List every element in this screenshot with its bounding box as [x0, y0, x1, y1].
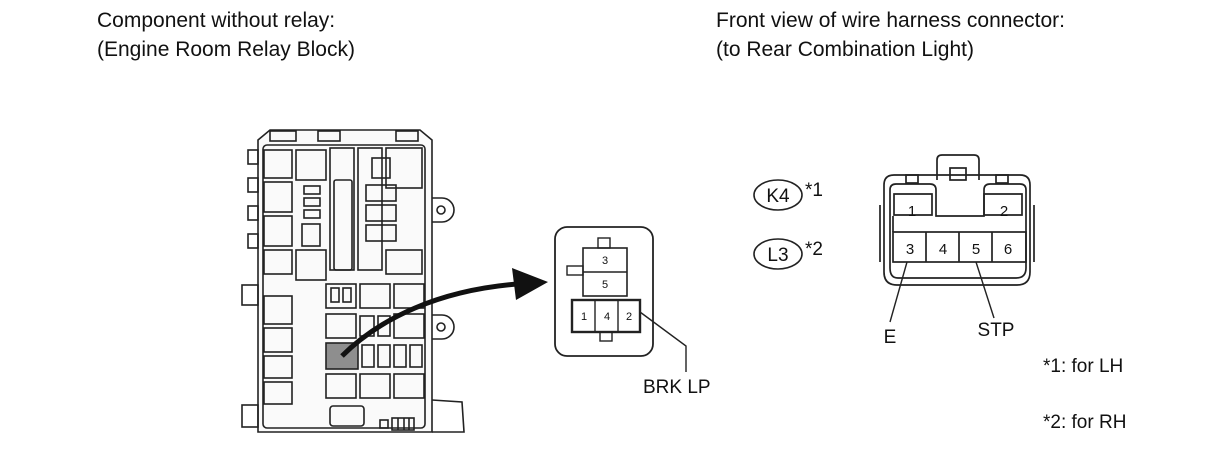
- brk-lp-label: BRK LP: [643, 377, 711, 398]
- socket-pin-3: 3: [602, 255, 608, 267]
- harness-pin-2: 2: [1000, 203, 1008, 220]
- connector-note-1: *1: [805, 180, 823, 201]
- connector-code-l3: L3: [767, 245, 788, 266]
- terminal-e-label: E: [884, 327, 897, 348]
- left-heading-line1: Component without relay:: [97, 9, 336, 32]
- pointer-arrow: [340, 281, 519, 358]
- socket-pin-4: 4: [604, 311, 610, 323]
- harness-pin-1: 1: [908, 203, 916, 220]
- terminal-e-leader-line: [889, 261, 908, 323]
- brk-lp-leader-line: [639, 311, 687, 372]
- connector-code-oval-k4: [753, 179, 803, 211]
- footnote-rh: *2: for RH: [1043, 412, 1126, 433]
- harness-pin-5: 5: [972, 241, 980, 258]
- relay-socket-detail: [554, 226, 654, 357]
- right-heading-line2: (to Rear Combination Light): [716, 38, 974, 61]
- harness-pin-6: 6: [1004, 241, 1012, 258]
- connector-code-oval-l3: [753, 238, 803, 270]
- connector-note-2: *2: [805, 239, 823, 260]
- connector-code-k4: K4: [766, 186, 790, 207]
- right-heading-line1: Front view of wire harness connector:: [716, 9, 1065, 32]
- relay-block-illustration: [241, 129, 465, 433]
- pointer-arrowhead: [512, 268, 548, 300]
- harness-connector-illustration: [879, 154, 1035, 286]
- footnote-lh: *1: for LH: [1043, 356, 1123, 377]
- socket-pin-1: 1: [581, 311, 587, 323]
- harness-pin-4: 4: [939, 241, 947, 258]
- socket-pin-2: 2: [626, 311, 632, 323]
- harness-pin-3: 3: [906, 241, 914, 258]
- terminal-stp-label: STP: [978, 320, 1015, 341]
- terminal-stp-leader-line: [975, 261, 995, 319]
- left-heading-line2: (Engine Room Relay Block): [97, 38, 355, 61]
- socket-pin-5: 5: [602, 279, 608, 291]
